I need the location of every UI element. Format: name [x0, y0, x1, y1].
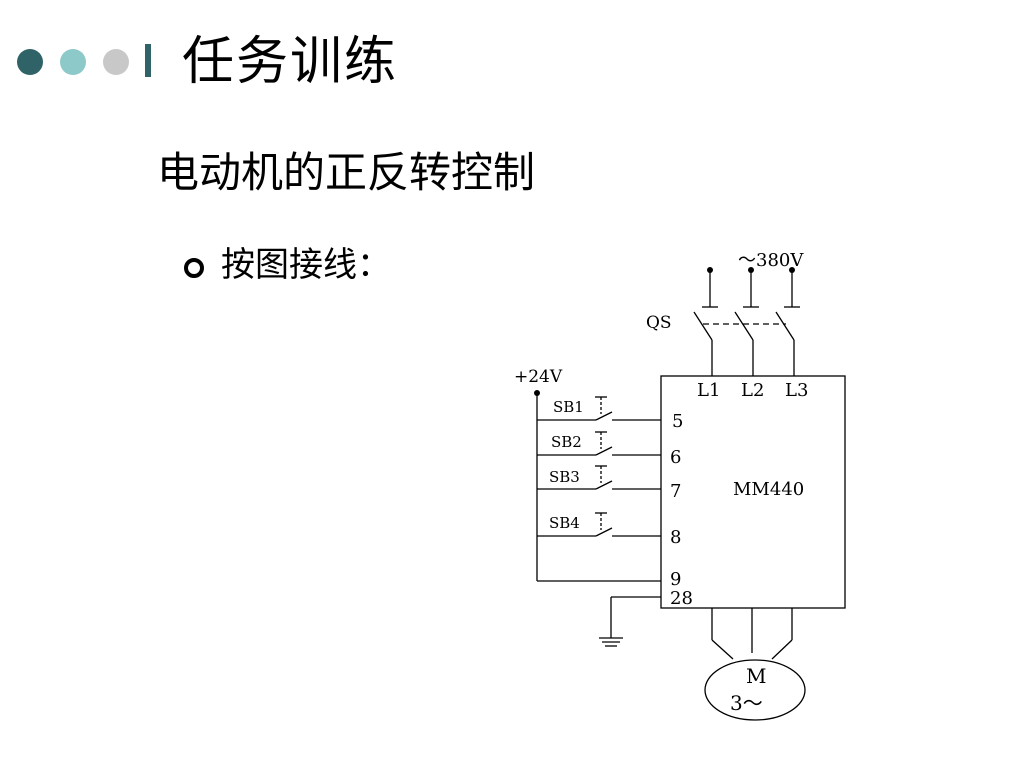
qs-switch	[693, 311, 795, 376]
inverter-name: MM440	[733, 479, 804, 500]
button-sb2: SB2	[537, 431, 661, 456]
qs-label: QS	[646, 313, 672, 333]
button-sb3: SB3	[537, 465, 661, 490]
header-bar	[145, 44, 151, 77]
ground-icon	[599, 596, 661, 647]
terminal-5: 5	[672, 411, 683, 432]
phase-label-l3: L3	[785, 380, 808, 401]
motor-leads	[711, 608, 793, 660]
terminal-7: 7	[670, 481, 681, 502]
button-sb4: SB4	[537, 512, 661, 537]
slide-title: 任务训练	[182, 32, 399, 92]
phase-label-l2: L2	[741, 380, 764, 401]
terminal-28: 28	[670, 588, 693, 609]
supply-terminals	[702, 267, 800, 308]
motor-letter: M	[746, 664, 766, 688]
terminal-8: 8	[670, 527, 681, 548]
button-label-sb2: SB2	[551, 433, 582, 451]
inverter-box	[660, 375, 846, 609]
motor-phase: 3～	[730, 691, 763, 715]
button-label-sb3: SB3	[549, 468, 580, 486]
header-dot-gray	[103, 49, 129, 75]
terminal-9: 9	[670, 569, 681, 590]
dc-label: +24V	[514, 367, 563, 387]
button-label-sb4: SB4	[549, 514, 580, 532]
header-dot-dark	[17, 49, 43, 75]
bullet-text: 按图接线：	[221, 245, 391, 285]
slide-subtitle: 电动机的正反转控制	[157, 148, 536, 197]
motor-icon	[704, 659, 806, 721]
phase-label-l1: L1	[697, 380, 720, 401]
terminal-6: 6	[670, 447, 681, 468]
header-dot-light	[60, 49, 86, 75]
supply-label: ～380V	[738, 250, 804, 271]
button-sb1: SB1	[537, 396, 661, 421]
bullet-icon	[184, 258, 204, 278]
button-label-sb1: SB1	[553, 398, 584, 416]
